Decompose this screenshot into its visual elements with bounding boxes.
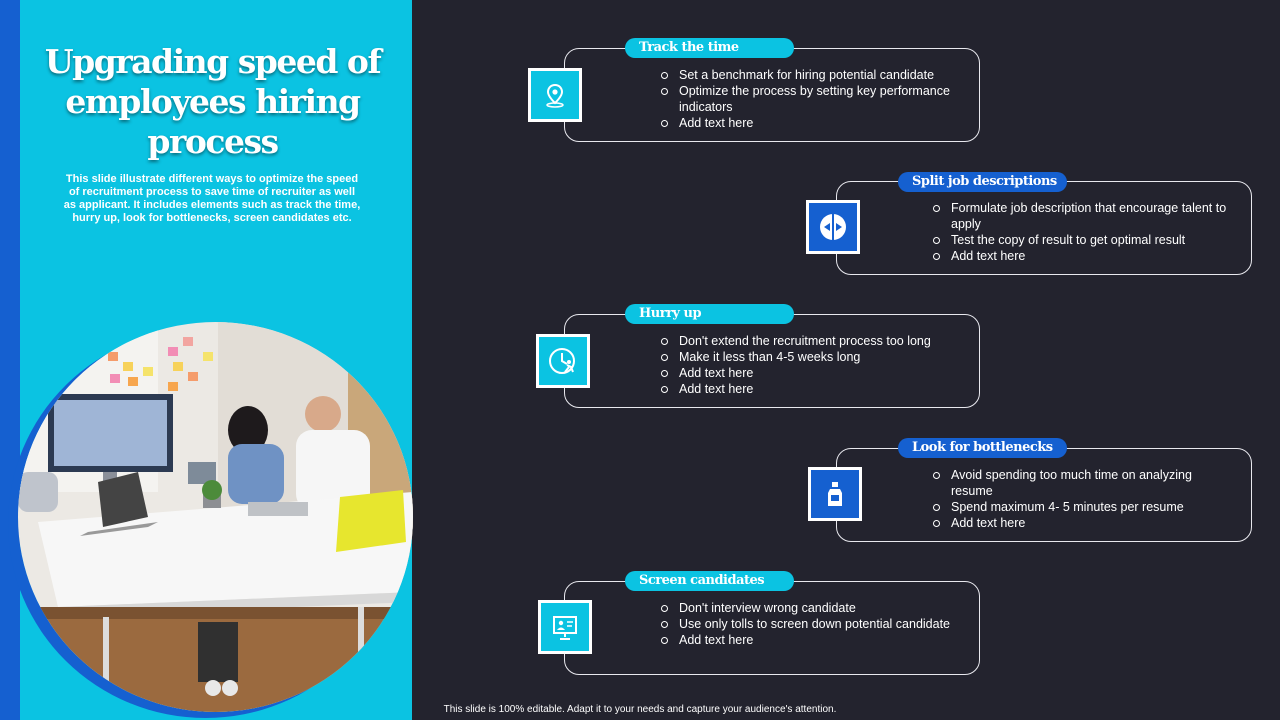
split-circle-icon [806, 200, 860, 254]
bullet-item: Use only tolls to screen down potential … [659, 616, 959, 632]
slide-description: This slide illustrate different ways to … [63, 173, 361, 224]
location-pin-icon [528, 68, 582, 122]
bottle-icon [808, 467, 862, 521]
screen-presentation-icon [538, 600, 592, 654]
card-screen-candidates: Don't interview wrong candidate Use only… [564, 581, 980, 675]
card-hurry-up: Don't extend the recruitment process too… [564, 314, 980, 408]
bullet-item: Set a benchmark for hiring potential can… [659, 67, 959, 83]
office-meeting-photo [18, 322, 413, 712]
bullet-item: Avoid spending too much time on analyzin… [931, 467, 1231, 499]
bullet-list: Formulate job description that encourage… [931, 200, 1231, 264]
card-heading: Hurry up [625, 304, 794, 324]
bullet-item: Add text here [659, 365, 959, 381]
card-track-the-time: Set a benchmark for hiring potential can… [564, 48, 980, 142]
bullet-item: Add text here [659, 115, 959, 131]
bullet-item: Don't interview wrong candidate [659, 600, 959, 616]
bullet-item: Optimize the process by setting key perf… [659, 83, 959, 115]
bullet-item: Spend maximum 4- 5 minutes per resume [931, 499, 1231, 515]
bullet-item: Don't extend the recruitment process too… [659, 333, 959, 349]
bullet-item: Make it less than 4-5 weeks long [659, 349, 959, 365]
card-heading: Look for bottlenecks [898, 438, 1067, 458]
bullet-item: Add text here [931, 515, 1231, 531]
footer-note: This slide is 100% editable. Adapt it to… [443, 704, 837, 715]
bullet-item: Add text here [659, 381, 959, 397]
bullet-list: Don't interview wrong candidate Use only… [659, 600, 959, 648]
card-heading: Track the time [625, 38, 794, 58]
card-heading: Split job descriptions [898, 172, 1067, 192]
bullet-item: Formulate job description that encourage… [931, 200, 1231, 232]
card-look-for-bottlenecks: Avoid spending too much time on analyzin… [836, 448, 1252, 542]
card-heading: Screen candidates [625, 571, 794, 591]
bullet-list: Avoid spending too much time on analyzin… [931, 467, 1231, 531]
slide-title: Upgrading speed of employees hiring proc… [44, 42, 382, 161]
bullet-item: Add text here [659, 632, 959, 648]
bullet-item: Test the copy of result to get optimal r… [931, 232, 1231, 248]
bullet-item: Add text here [931, 248, 1231, 264]
card-split-job-descriptions: Formulate job description that encourage… [836, 181, 1252, 275]
bullet-list: Don't extend the recruitment process too… [659, 333, 959, 397]
bullet-list: Set a benchmark for hiring potential can… [659, 67, 959, 131]
running-clock-icon [536, 334, 590, 388]
